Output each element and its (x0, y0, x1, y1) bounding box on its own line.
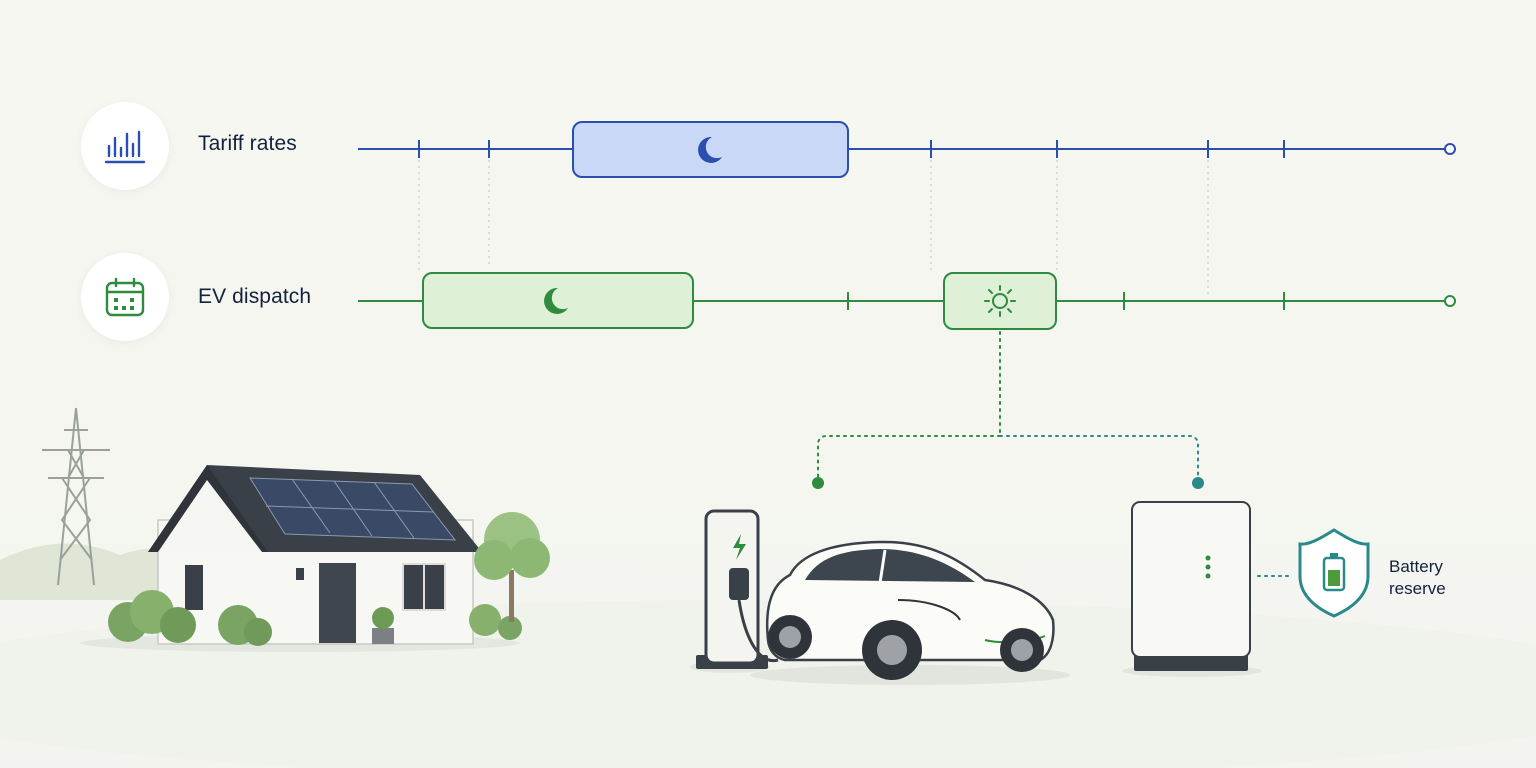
house-window-left (185, 565, 203, 610)
tariff-ticks (418, 140, 1285, 158)
battery-reserve-label: Battery reserve (1389, 556, 1446, 600)
electric-car (750, 540, 1070, 685)
solar-panels (249, 477, 457, 541)
dispatch-connector (817, 331, 1199, 479)
ev-dispatch-label: EV dispatch (198, 285, 312, 308)
bushes (108, 512, 550, 646)
shield-battery-icon (1298, 528, 1370, 618)
calendar-icon (105, 277, 145, 317)
battery-connector-dot (1192, 477, 1204, 489)
background-hills (0, 543, 200, 600)
alignment-guides (418, 160, 1209, 296)
moon-icon (544, 287, 568, 314)
tariff-offpeak-block (572, 121, 849, 178)
battery-label-line1: Battery (1389, 557, 1443, 576)
tariff-rates-label: Tariff rates (198, 132, 297, 155)
dispatch-night-block (422, 272, 694, 329)
dispatch-ticks (847, 292, 1285, 310)
moon-icon (698, 136, 722, 163)
power-pylon (42, 407, 110, 586)
battery-label-line2: reserve (1389, 579, 1446, 598)
house (80, 465, 520, 652)
dispatch-timeline (358, 272, 1456, 330)
sun-icon (984, 285, 1016, 317)
bar-chart-icon (104, 130, 146, 164)
dispatch-solar-block (943, 272, 1057, 330)
house-door (319, 563, 356, 643)
tariff-timeline-end (1444, 143, 1456, 155)
tariff-icon-badge (81, 102, 169, 190)
lightning-icon (733, 534, 746, 560)
dispatch-timeline-end (1444, 295, 1456, 307)
ev-charger (690, 509, 779, 673)
dispatch-icon-badge (81, 253, 169, 341)
home-battery (1122, 501, 1370, 677)
charger-connector-dot (812, 477, 824, 489)
tariff-timeline (358, 121, 1456, 178)
